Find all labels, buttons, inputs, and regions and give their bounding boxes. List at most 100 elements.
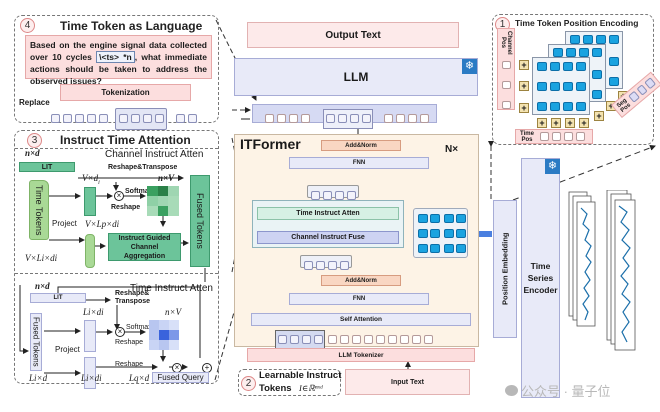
channel-pos-label: Channel Pos — [500, 31, 512, 55]
lq-d-label: Lq×d — [129, 373, 150, 383]
time-attn-title: Time Instruct Atten — [130, 283, 213, 294]
multiply-op: × — [114, 191, 124, 201]
prompt-text: Based on the engine signal data collecte… — [30, 40, 207, 62]
time-token-matrix — [413, 208, 468, 258]
itformer-title: ITFormer — [240, 136, 301, 152]
time-series-encoder-box: Time Series Encoder — [521, 158, 560, 398]
reshape-transpose-label: Reshape&Transpose — [108, 164, 178, 171]
attention-matrix-green — [147, 186, 179, 216]
nd-label: n×d — [25, 148, 40, 158]
nx-label: N× — [445, 144, 459, 155]
watermark-text: 公众号 · 量子位 — [521, 384, 611, 399]
section-number: 2 — [241, 376, 256, 391]
fused-tokens-block-2: Fused Tokens — [30, 313, 42, 371]
section-title: Time Token Position Encoding — [515, 18, 639, 28]
output-text-box: Output Text — [247, 22, 459, 48]
section-number: 3 — [27, 133, 42, 148]
section-time-token-as-language: 4 Time Token as Language Based on the en… — [14, 15, 219, 130]
fnn-bottom: FNN — [289, 293, 429, 305]
li-di-block — [84, 320, 96, 352]
reshape-transpose-label-2: Reshape& Transpose — [115, 290, 151, 305]
plus-icon: + — [594, 111, 604, 121]
project-label-2: Project — [55, 345, 80, 354]
time-series-plots — [568, 190, 636, 351]
fnn-top: FNN — [289, 157, 429, 169]
time-instruct-atten-box: Time Instruct Atten — [257, 207, 399, 220]
plus-icon: + — [519, 81, 529, 91]
reshape-label-2: Reshape — [115, 339, 144, 346]
fused-query-box: Fused Query — [152, 372, 209, 383]
plus-icon: + — [537, 118, 547, 128]
softmax-label-2: Softmax — [126, 324, 152, 331]
nxv-label: n×V — [158, 173, 175, 183]
token-group-mid — [300, 255, 352, 270]
channel-attn-title: Channel Instruct Atten — [105, 149, 204, 160]
wechat-icon — [505, 385, 518, 396]
reshape-label: Reshape — [111, 204, 141, 211]
frozen-icon: ❄ — [545, 159, 560, 174]
learnable-line2: Tokens — [259, 383, 292, 394]
time-pos-label: Time Pos — [520, 130, 534, 143]
li-di-label-bottom: Li×di — [81, 373, 102, 383]
signal-line — [580, 207, 592, 321]
attention-matrix-blue — [149, 320, 179, 350]
plot-stack-right — [606, 190, 636, 351]
input-text-box: Input Text — [345, 369, 470, 395]
lit-box: LIT — [19, 162, 75, 172]
watermark: 公众号 · 量子位 — [505, 381, 611, 400]
li-d-label: Li×d — [29, 373, 48, 383]
prompt-rest: , what immediate actions should be taken… — [30, 52, 207, 86]
vxd-label: V×di — [82, 173, 100, 186]
vlid-label: V×Li×di — [25, 253, 58, 263]
signal-line — [618, 205, 631, 343]
vlpd-label: V×Lp×di — [85, 219, 120, 229]
fused-tokens-block: Fused Tokens — [190, 175, 210, 267]
prompt-ts-token: \<ts> *n — [96, 51, 135, 63]
reshape-label-3: Reshape — [115, 361, 144, 368]
section-instruct-time-attention: 3 Instruct Time Attention n×d Channel In… — [14, 130, 219, 389]
instruct-token-row — [275, 330, 436, 350]
llm-input-token-bar — [252, 104, 437, 129]
token-group-top — [307, 185, 359, 200]
project-label: Project — [52, 219, 77, 228]
plus-icon: + — [551, 118, 561, 128]
llm-tokenizer-box: LLM Tokenizer — [247, 348, 475, 362]
plus-icon: + — [579, 118, 589, 128]
token-matrix-front — [532, 57, 590, 115]
prompt-box: Based on the engine signal data collecte… — [25, 35, 212, 86]
section-title: Instruct Time Attention — [60, 133, 191, 147]
seg-pos-label: Seg Pos — [615, 97, 632, 114]
channel-pos-bar: Channel Pos — [497, 28, 515, 110]
section-title: Time Token as Language — [60, 19, 203, 33]
section-number: 4 — [20, 18, 35, 33]
li-di-block-2 — [84, 357, 96, 389]
position-embedding-box: Position Embedding — [493, 200, 517, 338]
projected-block — [85, 234, 95, 268]
llm-box: LLM — [234, 58, 478, 96]
plus-icon: + — [565, 118, 575, 128]
time-pos-bar: Time Pos — [515, 129, 593, 144]
frozen-icon: ❄ — [462, 59, 477, 74]
plot-stack-left — [568, 191, 596, 327]
learnable-line1: Learnable Instruct — [259, 370, 342, 381]
replace-label: Replace — [19, 98, 50, 107]
channel-instruct-fuse-box: Channel Instruct Fuse — [257, 231, 399, 244]
plus-icon: + — [519, 60, 529, 70]
learnable-instruct-tokens: 2 Learnable Instruct Tokens I∈ℝⁿˣᵈ — [238, 369, 341, 396]
instruct-guided-aggregation: Instruct Guided Channel Aggregation — [108, 233, 181, 261]
nd-label-2: n×d — [35, 281, 50, 291]
divider — [15, 273, 218, 274]
add-norm-bottom: Add&Norm — [321, 275, 401, 286]
lit-box-2: LIT — [30, 293, 86, 303]
tokenization-box: Tokenization — [60, 84, 191, 101]
nxv-label-2: n×V — [165, 307, 182, 317]
multiply-op-2: × — [115, 327, 125, 337]
time-tokens-block: Time Tokens — [29, 180, 49, 240]
vxd-block — [84, 187, 96, 216]
softmax-label: Softmax — [125, 188, 153, 195]
section-time-token-position-encoding: 1 Time Token Position Encoding Channel P… — [492, 14, 660, 145]
plus-icon: + — [519, 103, 529, 113]
add-norm-top: Add&Norm — [321, 140, 401, 151]
self-attention-box: Self Attention — [251, 313, 471, 326]
divider — [15, 148, 218, 149]
